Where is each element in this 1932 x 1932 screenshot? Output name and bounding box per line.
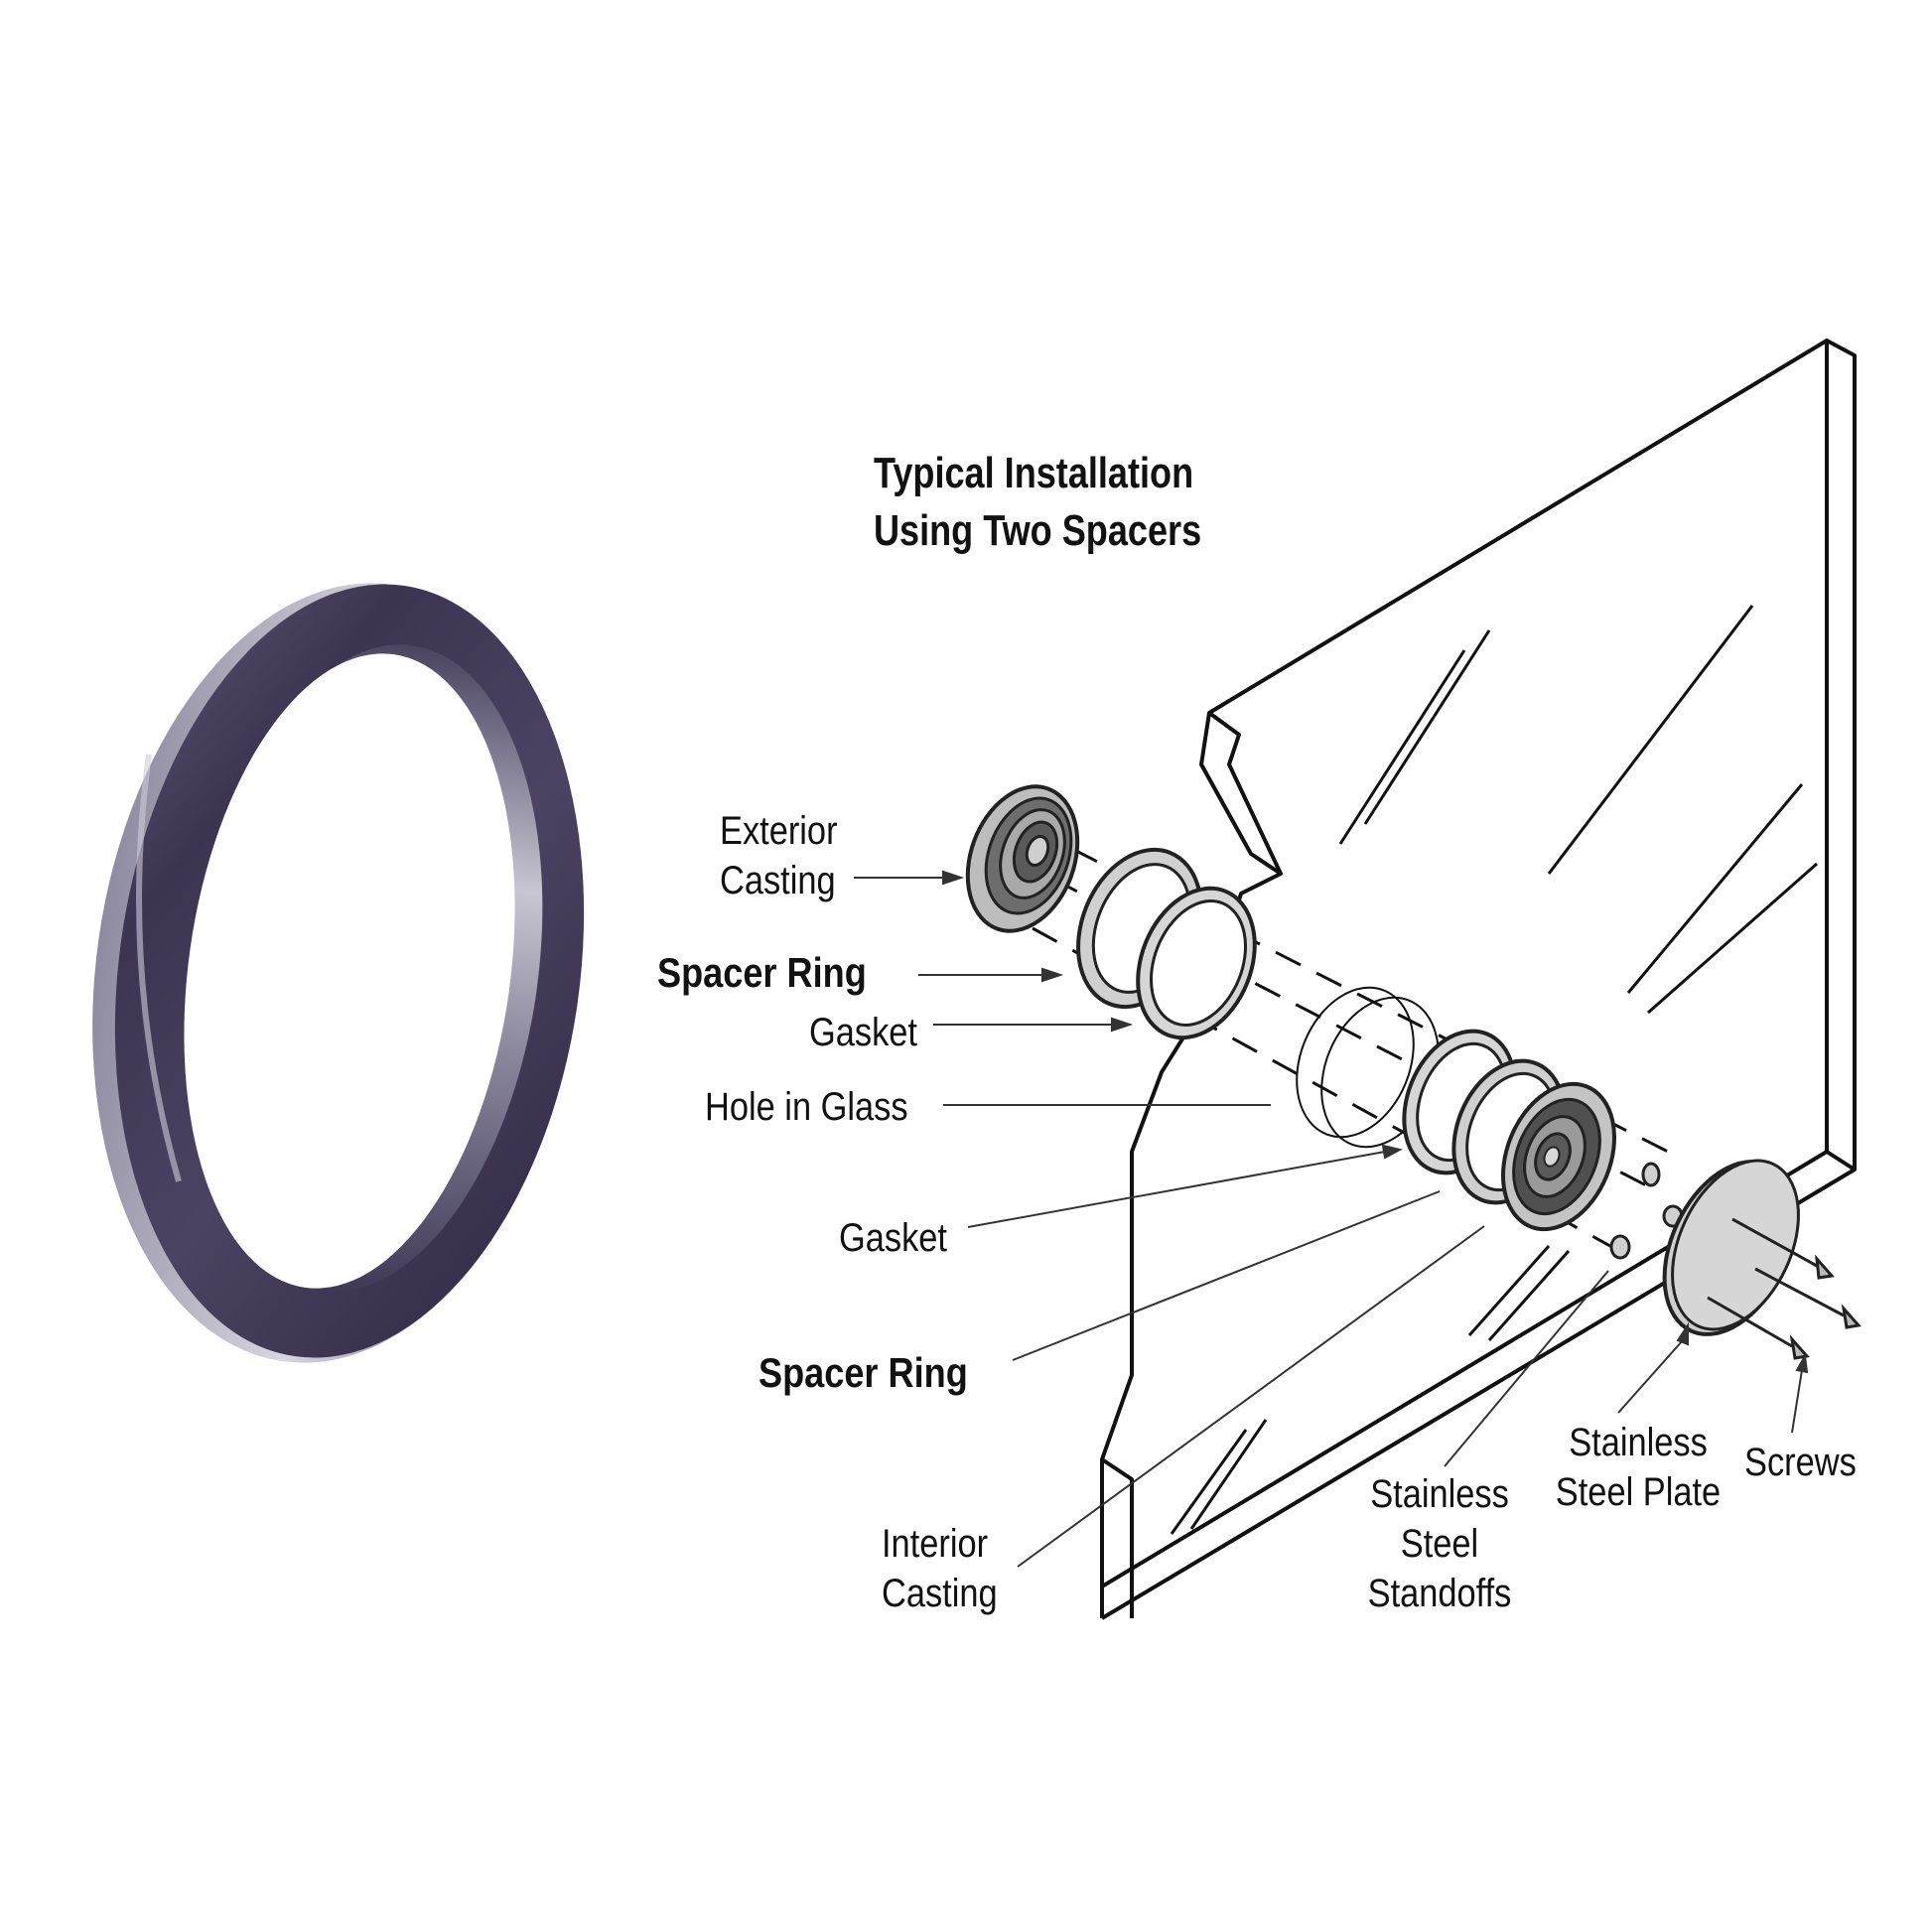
label-gasket-bottom: Gasket [839, 1216, 947, 1260]
gasket-top-part [1136, 886, 1257, 1040]
label-stainless-steel-standoffs: Stainless Steel Standoffs [1367, 1472, 1512, 1615]
stainless-steel-plate-part [1662, 1159, 1800, 1336]
title-line-1: Typical Installation [874, 449, 1194, 497]
label-exterior-casting: Exterior Casting [720, 809, 838, 902]
title-line-2: Using Two Spacers [874, 506, 1202, 555]
standoffs-part [1609, 1162, 1684, 1260]
exterior-casting-part [965, 784, 1080, 933]
label-stainless-steel-plate: Stainless Steel Plate [1555, 1421, 1722, 1514]
label-screws: Screws [1744, 1441, 1857, 1484]
screws-part [1707, 1217, 1862, 1360]
diagram-title: Typical Installation Using Two Spacers [874, 445, 1201, 560]
label-hole-in-glass: Hole in Glass [705, 1085, 908, 1129]
label-interior-casting: Interior Casting [882, 1522, 998, 1615]
interior-casting-part [1501, 1081, 1616, 1232]
label-spacer-ring-top: Spacer Ring [657, 949, 867, 996]
label-gasket-top: Gasket [809, 1011, 917, 1054]
label-spacer-ring-bottom: Spacer Ring [759, 1349, 968, 1396]
